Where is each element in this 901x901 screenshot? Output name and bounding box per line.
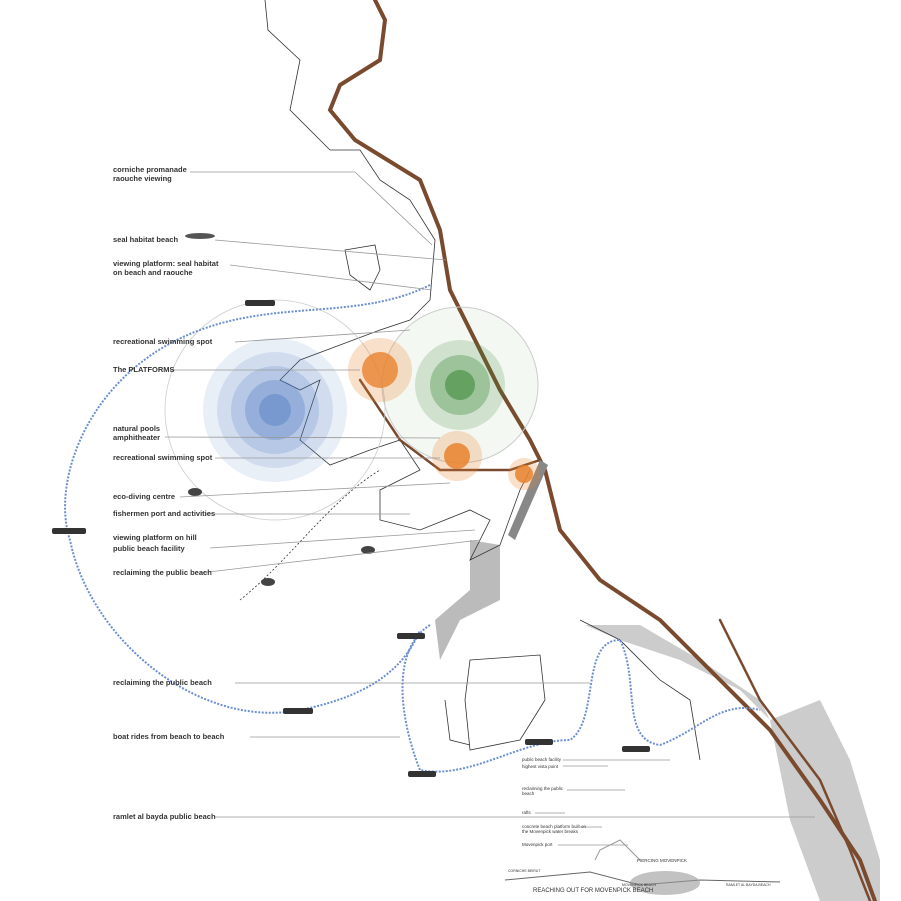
leader-lines [164,171,815,846]
label-reclaim-2: reclaiming the public beach [113,678,212,687]
habitat-island [344,244,381,291]
blue-natural-pools [203,338,347,482]
corniche-road [327,0,877,901]
label-boat-rides: boat rides from beach to beach [113,732,225,741]
section-corniche: CORNICHE BEIRUT [508,869,541,873]
label-amphitheater: amphitheater [113,433,160,442]
detail-reclaim-2: beach [522,791,535,796]
detail-concrete: concrete beach platform built on [522,824,587,829]
coastline [264,0,531,561]
label-public-facility: public beach facility [113,544,186,553]
section-movenpick-beach: MOVENPICK BEACH [622,883,657,887]
label-reclaim-1: reclaiming the public beach [113,568,212,577]
label-viewing-platform-2: on beach and raouche [113,268,193,277]
boat-icons [52,300,650,777]
label-swim-1: recreational swimming spot [113,337,213,346]
label-raouche: raouche viewing [113,174,172,183]
detail-facility: public beach facility [522,757,562,762]
label-swim-2: recreational swimming spot [113,453,213,462]
pier [508,460,548,540]
label-viewing-hill: viewing platform on hill [113,533,197,542]
secondary-road [718,618,872,901]
label-ramlet: ramlet al bayda public beach [113,812,216,821]
blue-outer-ring [164,299,386,521]
detail-rafts: rafts [522,810,532,815]
diver-icon [361,546,375,554]
label-natural-pools: natural pools [113,424,160,433]
boat-route-outer [64,284,431,714]
detail-concrete-2: the Movenpick water breaks [522,829,579,834]
diver-icon [261,578,275,586]
label-viewing-platform: viewing platform: seal habitat [113,259,219,268]
section-strip [504,839,781,895]
label-fishermen: fishermen port and activities [113,509,215,518]
section-piercing: PIERCING MOVENPICK [637,858,687,863]
inner-road [358,378,542,472]
detail-reclaim: reclaiming the public [522,786,564,791]
detail-port: Movenpick port [522,842,553,847]
label-platforms: The PLATFORMS [113,365,175,374]
public-beach-area [435,540,500,660]
section-reaching: REACHING OUT FOR MOVENPICK BEACH [533,888,653,894]
seal-icon [185,233,215,239]
port-outline [444,654,546,751]
movenpick-outline [579,619,701,761]
green-platform [381,306,539,464]
label-corniche: corniche promanade [113,165,187,174]
detail-vista: highest vista point [522,764,559,769]
section-ramlet-beach: RAMLET AL BAYDA BEACH [726,883,771,887]
boat-route-south [401,624,761,773]
label-eco-diving: eco-diving centre [113,492,175,501]
diver-icon [188,488,202,496]
label-seal-beach: seal habitat beach [113,235,178,244]
orange-platforms [348,338,540,490]
